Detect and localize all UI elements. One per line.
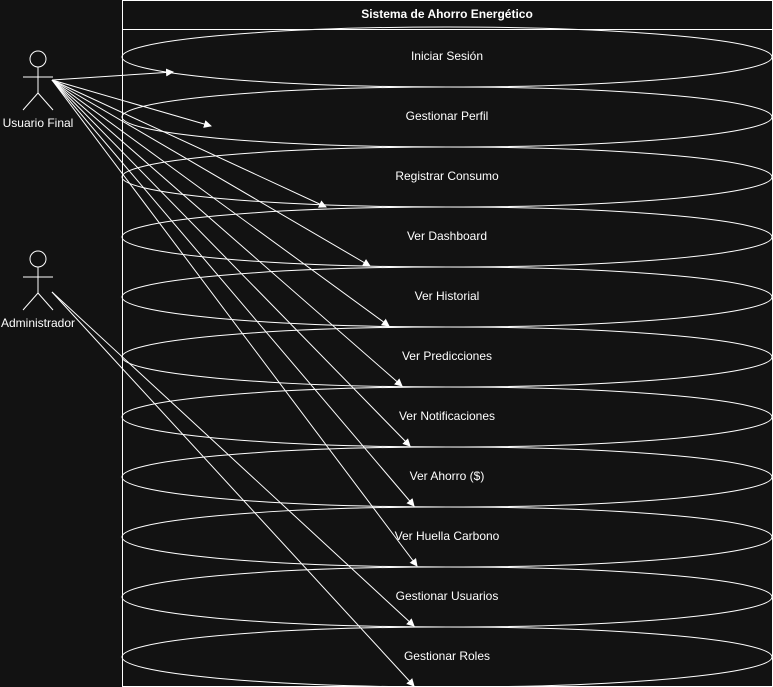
association-arrow bbox=[51, 79, 403, 387]
use-case[interactable]: Iniciar Sesión bbox=[121, 26, 773, 88]
use-case[interactable]: Ver Huella Carbono bbox=[121, 506, 773, 568]
use-case[interactable]: Ver Predicciones bbox=[121, 326, 773, 388]
use-case-label: Ver Ahorro ($) bbox=[410, 469, 485, 483]
association-arrow bbox=[51, 79, 212, 128]
use-case-label: Registrar Consumo bbox=[395, 169, 499, 183]
use-case-label: Ver Dashboard bbox=[407, 229, 487, 243]
use-case[interactable]: Gestionar Roles bbox=[121, 626, 773, 687]
use-case-label: Ver Historial bbox=[415, 289, 480, 303]
system-boundary: Sistema de Ahorro Energético bbox=[122, 0, 773, 687]
actor-label: Usuario Final bbox=[3, 116, 74, 130]
use-case[interactable]: Ver Dashboard bbox=[121, 206, 773, 268]
use-case-label: Gestionar Usuarios bbox=[396, 589, 499, 603]
use-case[interactable]: Registrar Consumo bbox=[121, 146, 773, 208]
use-case-label: Gestionar Roles bbox=[404, 649, 490, 663]
actor-icon bbox=[22, 250, 54, 311]
association-arrow bbox=[51, 291, 415, 687]
actor[interactable]: Usuario Final bbox=[3, 50, 74, 130]
association-arrow bbox=[51, 79, 390, 327]
association-arrow bbox=[51, 79, 411, 447]
use-case[interactable]: Ver Notificaciones bbox=[121, 386, 773, 448]
association-arrow bbox=[51, 291, 415, 627]
system-boundary-box bbox=[122, 0, 773, 687]
use-case-label: Ver Huella Carbono bbox=[395, 529, 500, 543]
use-case-label: Ver Notificaciones bbox=[399, 409, 495, 423]
association-arrow bbox=[51, 79, 415, 507]
use-case-label: Ver Predicciones bbox=[402, 349, 492, 363]
use-case[interactable]: Gestionar Usuarios bbox=[121, 566, 773, 628]
use-case-label: Iniciar Sesión bbox=[411, 49, 483, 63]
actor[interactable]: Administrador bbox=[1, 250, 75, 330]
association-arrow bbox=[51, 79, 371, 267]
system-title: Sistema de Ahorro Energético bbox=[361, 7, 533, 21]
use-case[interactable]: Ver Ahorro ($) bbox=[121, 446, 773, 508]
use-case-ellipse[interactable] bbox=[121, 626, 773, 687]
actor-icon bbox=[22, 50, 54, 111]
actor-label: Administrador bbox=[1, 316, 75, 330]
association-arrow bbox=[51, 79, 418, 567]
use-case[interactable]: Gestionar Perfil bbox=[121, 86, 773, 148]
association-arrow bbox=[51, 79, 327, 208]
association-arrow bbox=[51, 68, 174, 81]
use-case-label: Gestionar Perfil bbox=[406, 109, 489, 123]
association-list bbox=[51, 68, 418, 687]
use-case[interactable]: Ver Historial bbox=[121, 266, 773, 328]
